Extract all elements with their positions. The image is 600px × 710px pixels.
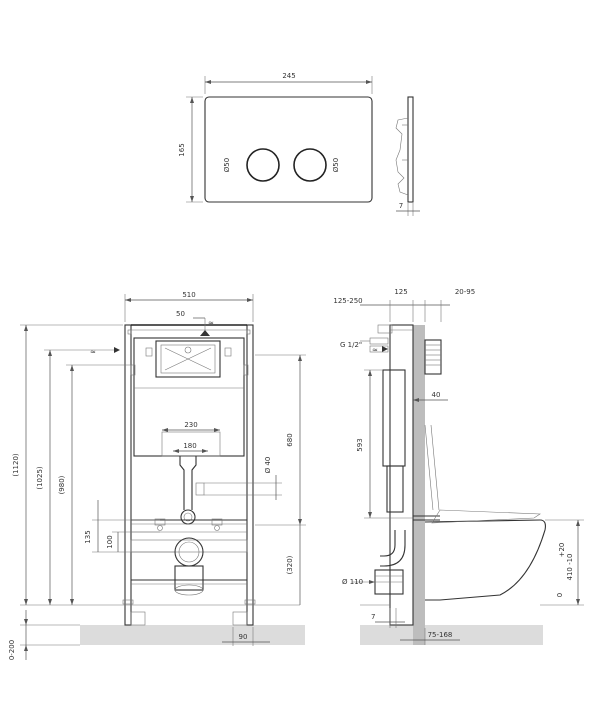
right-foot — [232, 611, 248, 626]
flush-outlet — [180, 509, 196, 525]
pipe-diameter-label: Ø 40 — [264, 457, 272, 474]
height-320-label: (320) — [286, 555, 294, 574]
frame-width-label: 510 — [182, 291, 195, 299]
plate-outline — [204, 96, 373, 203]
service-opening — [155, 340, 221, 378]
toilet-bowl — [424, 519, 546, 601]
plate-thickness-label: 7 — [399, 202, 403, 210]
svg-text:≈: ≈ — [372, 346, 378, 354]
side-offset-label: 125-250 — [333, 297, 362, 305]
svg-text:≈: ≈ — [90, 348, 96, 356]
flush-plate-side: 7 — [395, 96, 420, 216]
svg-text:≈: ≈ — [208, 319, 214, 327]
drain-pipe-side — [380, 530, 396, 557]
flush-button-left — [246, 148, 280, 182]
plate-width-label: 245 — [282, 72, 295, 80]
height-680-label: 680 — [286, 433, 294, 446]
drain-diameter-label: Ø 110 — [342, 578, 363, 586]
height-980-label: (980) — [58, 475, 66, 494]
plate-height-label: 165 — [178, 143, 186, 156]
wall-section — [413, 325, 425, 645]
height-1025-label: (1025) — [36, 466, 44, 490]
inlet-offset-label: 50 — [176, 310, 185, 318]
width-230-label: 230 — [184, 421, 197, 429]
total-height-label: (1120) — [12, 453, 20, 477]
button-left-diameter: Ø50 — [223, 158, 231, 172]
height-593-label: 593 — [356, 438, 364, 451]
frame-front-view: ≈ 510 — [8, 291, 306, 660]
foot-width-label: 90 — [239, 633, 248, 641]
left-foot — [130, 611, 146, 626]
left-upright — [124, 324, 132, 626]
right-upright — [246, 324, 254, 626]
floor-front — [80, 625, 305, 645]
cistern-side — [382, 369, 406, 467]
height-100-label: 100 — [106, 535, 114, 548]
seat-lid-raised — [424, 424, 434, 511]
wall-offset-label: 75-168 — [428, 631, 453, 639]
service-box — [424, 339, 442, 375]
button-right-diameter: Ø50 — [332, 158, 340, 172]
thread-label: G 1/2" — [340, 341, 362, 349]
width-180-label: 180 — [183, 442, 196, 450]
side-depth-label: 125 — [394, 288, 407, 296]
bottom-gap-label: 7 — [371, 613, 375, 621]
plate-side-outline — [407, 96, 414, 203]
height-135-label: 135 — [84, 530, 92, 543]
floor-adjust-label: 0-200 — [8, 640, 16, 660]
flush-plate-front: 245 165 Ø50 Ø50 — [178, 72, 373, 203]
offset-40-label: 40 — [432, 391, 441, 399]
flush-pipe — [179, 456, 197, 510]
toilet-seat — [431, 509, 541, 524]
bowl-height-label: 410 -10 — [566, 553, 574, 580]
frame-side-view: 125-250 125 20-95 G 1/2" ≈ 40 593 Ø 110 … — [333, 288, 584, 645]
flush-button-right — [293, 148, 327, 182]
wall-thickness-label: 20-95 — [455, 288, 475, 296]
bowl-tolerance-label: +20 — [558, 543, 566, 558]
zero-level-label: 0 — [556, 593, 564, 597]
frame-side-outline — [389, 324, 414, 626]
supply-valve — [369, 337, 389, 345]
